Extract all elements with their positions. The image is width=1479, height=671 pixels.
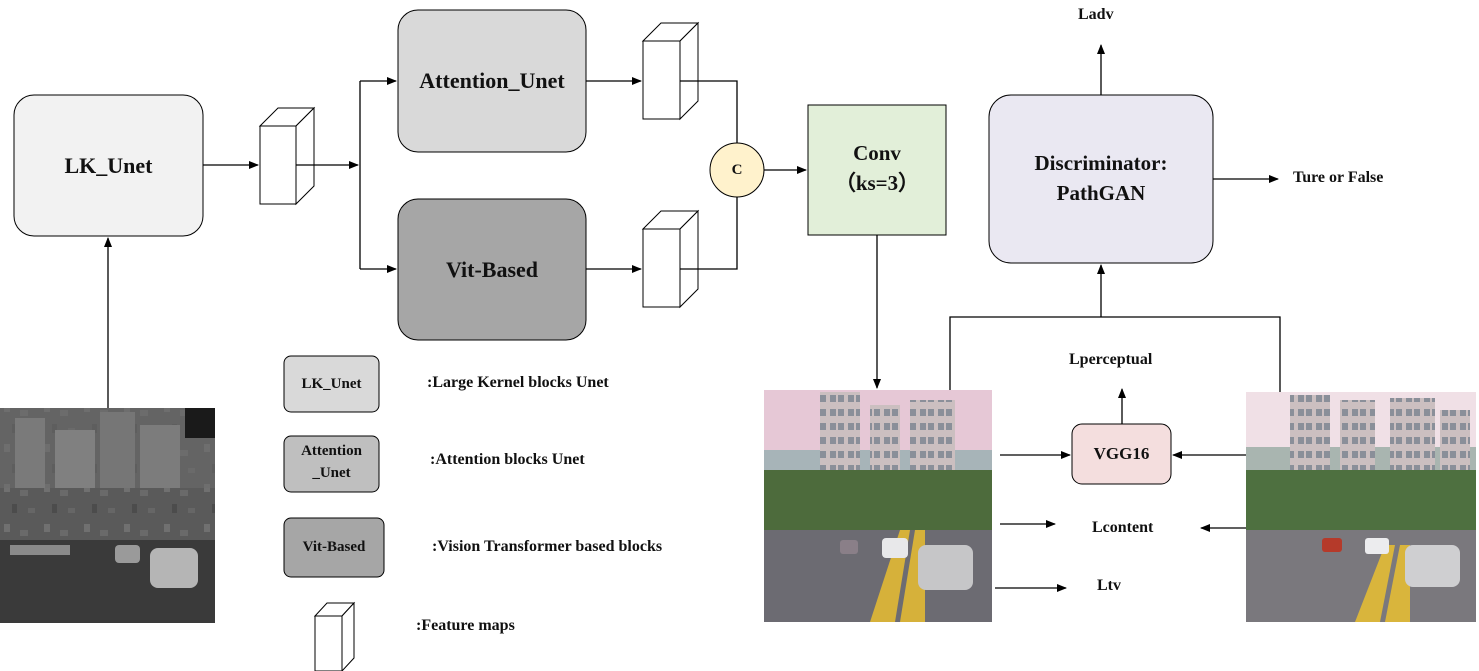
legend-attention-desc: :Attention blocks Unet xyxy=(430,451,585,468)
lcontent-label: Lcontent xyxy=(1092,519,1154,536)
legend-attention-text: Attention _Unet xyxy=(284,440,379,484)
attention-unet-label: Attention_Unet xyxy=(419,68,565,93)
legend-feature-desc: :Feature maps xyxy=(416,617,515,634)
conv-block xyxy=(807,104,947,236)
conv-kernel-size: （ks=3） xyxy=(834,171,920,195)
concat-label: C xyxy=(731,161,743,178)
connectors xyxy=(104,44,1281,592)
feature-map-cube xyxy=(641,21,700,121)
vit-based-label: Vit-Based xyxy=(445,256,539,282)
legend-feature-map-cube xyxy=(313,601,356,671)
true-or-false-label: Ture or False xyxy=(1293,169,1384,186)
legend-vit-swatch xyxy=(283,517,385,578)
vgg16-label: VGG16 xyxy=(1093,444,1150,463)
legend-vit-desc: :Vision Transformer based blocks xyxy=(432,538,663,555)
feature-map-cube xyxy=(258,106,316,206)
legend-lk-unet-text: LK_Unet xyxy=(301,375,362,392)
discriminator-label: Discriminator: PathGAN xyxy=(989,148,1213,208)
legend-lk-unet-swatch xyxy=(283,355,380,413)
lk-unet-label: LK_Unet xyxy=(64,152,153,178)
ladv-label: Ladv xyxy=(1078,6,1114,23)
conv-title: Conv xyxy=(853,141,901,165)
ltv-label: Ltv xyxy=(1097,577,1121,594)
feature-map-cube xyxy=(641,209,700,309)
legend-attention-swatch xyxy=(283,435,380,493)
legend-lk-unet-desc: :Large Kernel blocks Unet xyxy=(427,374,609,391)
legend-attention-line2: _Unet xyxy=(312,465,351,481)
conv-label: Conv （ks=3） xyxy=(808,138,946,198)
discriminator-title: Discriminator: xyxy=(1034,151,1168,175)
lperceptual-label: Lperceptual xyxy=(1069,351,1153,368)
discriminator-name: PathGAN xyxy=(1056,181,1146,205)
legend-attention-line1: Attention xyxy=(301,443,362,459)
infrared-input-image xyxy=(0,408,215,623)
ground-truth-image xyxy=(1246,392,1476,622)
generated-image xyxy=(764,390,992,622)
legend-vit-text: Vit-Based xyxy=(302,539,366,555)
